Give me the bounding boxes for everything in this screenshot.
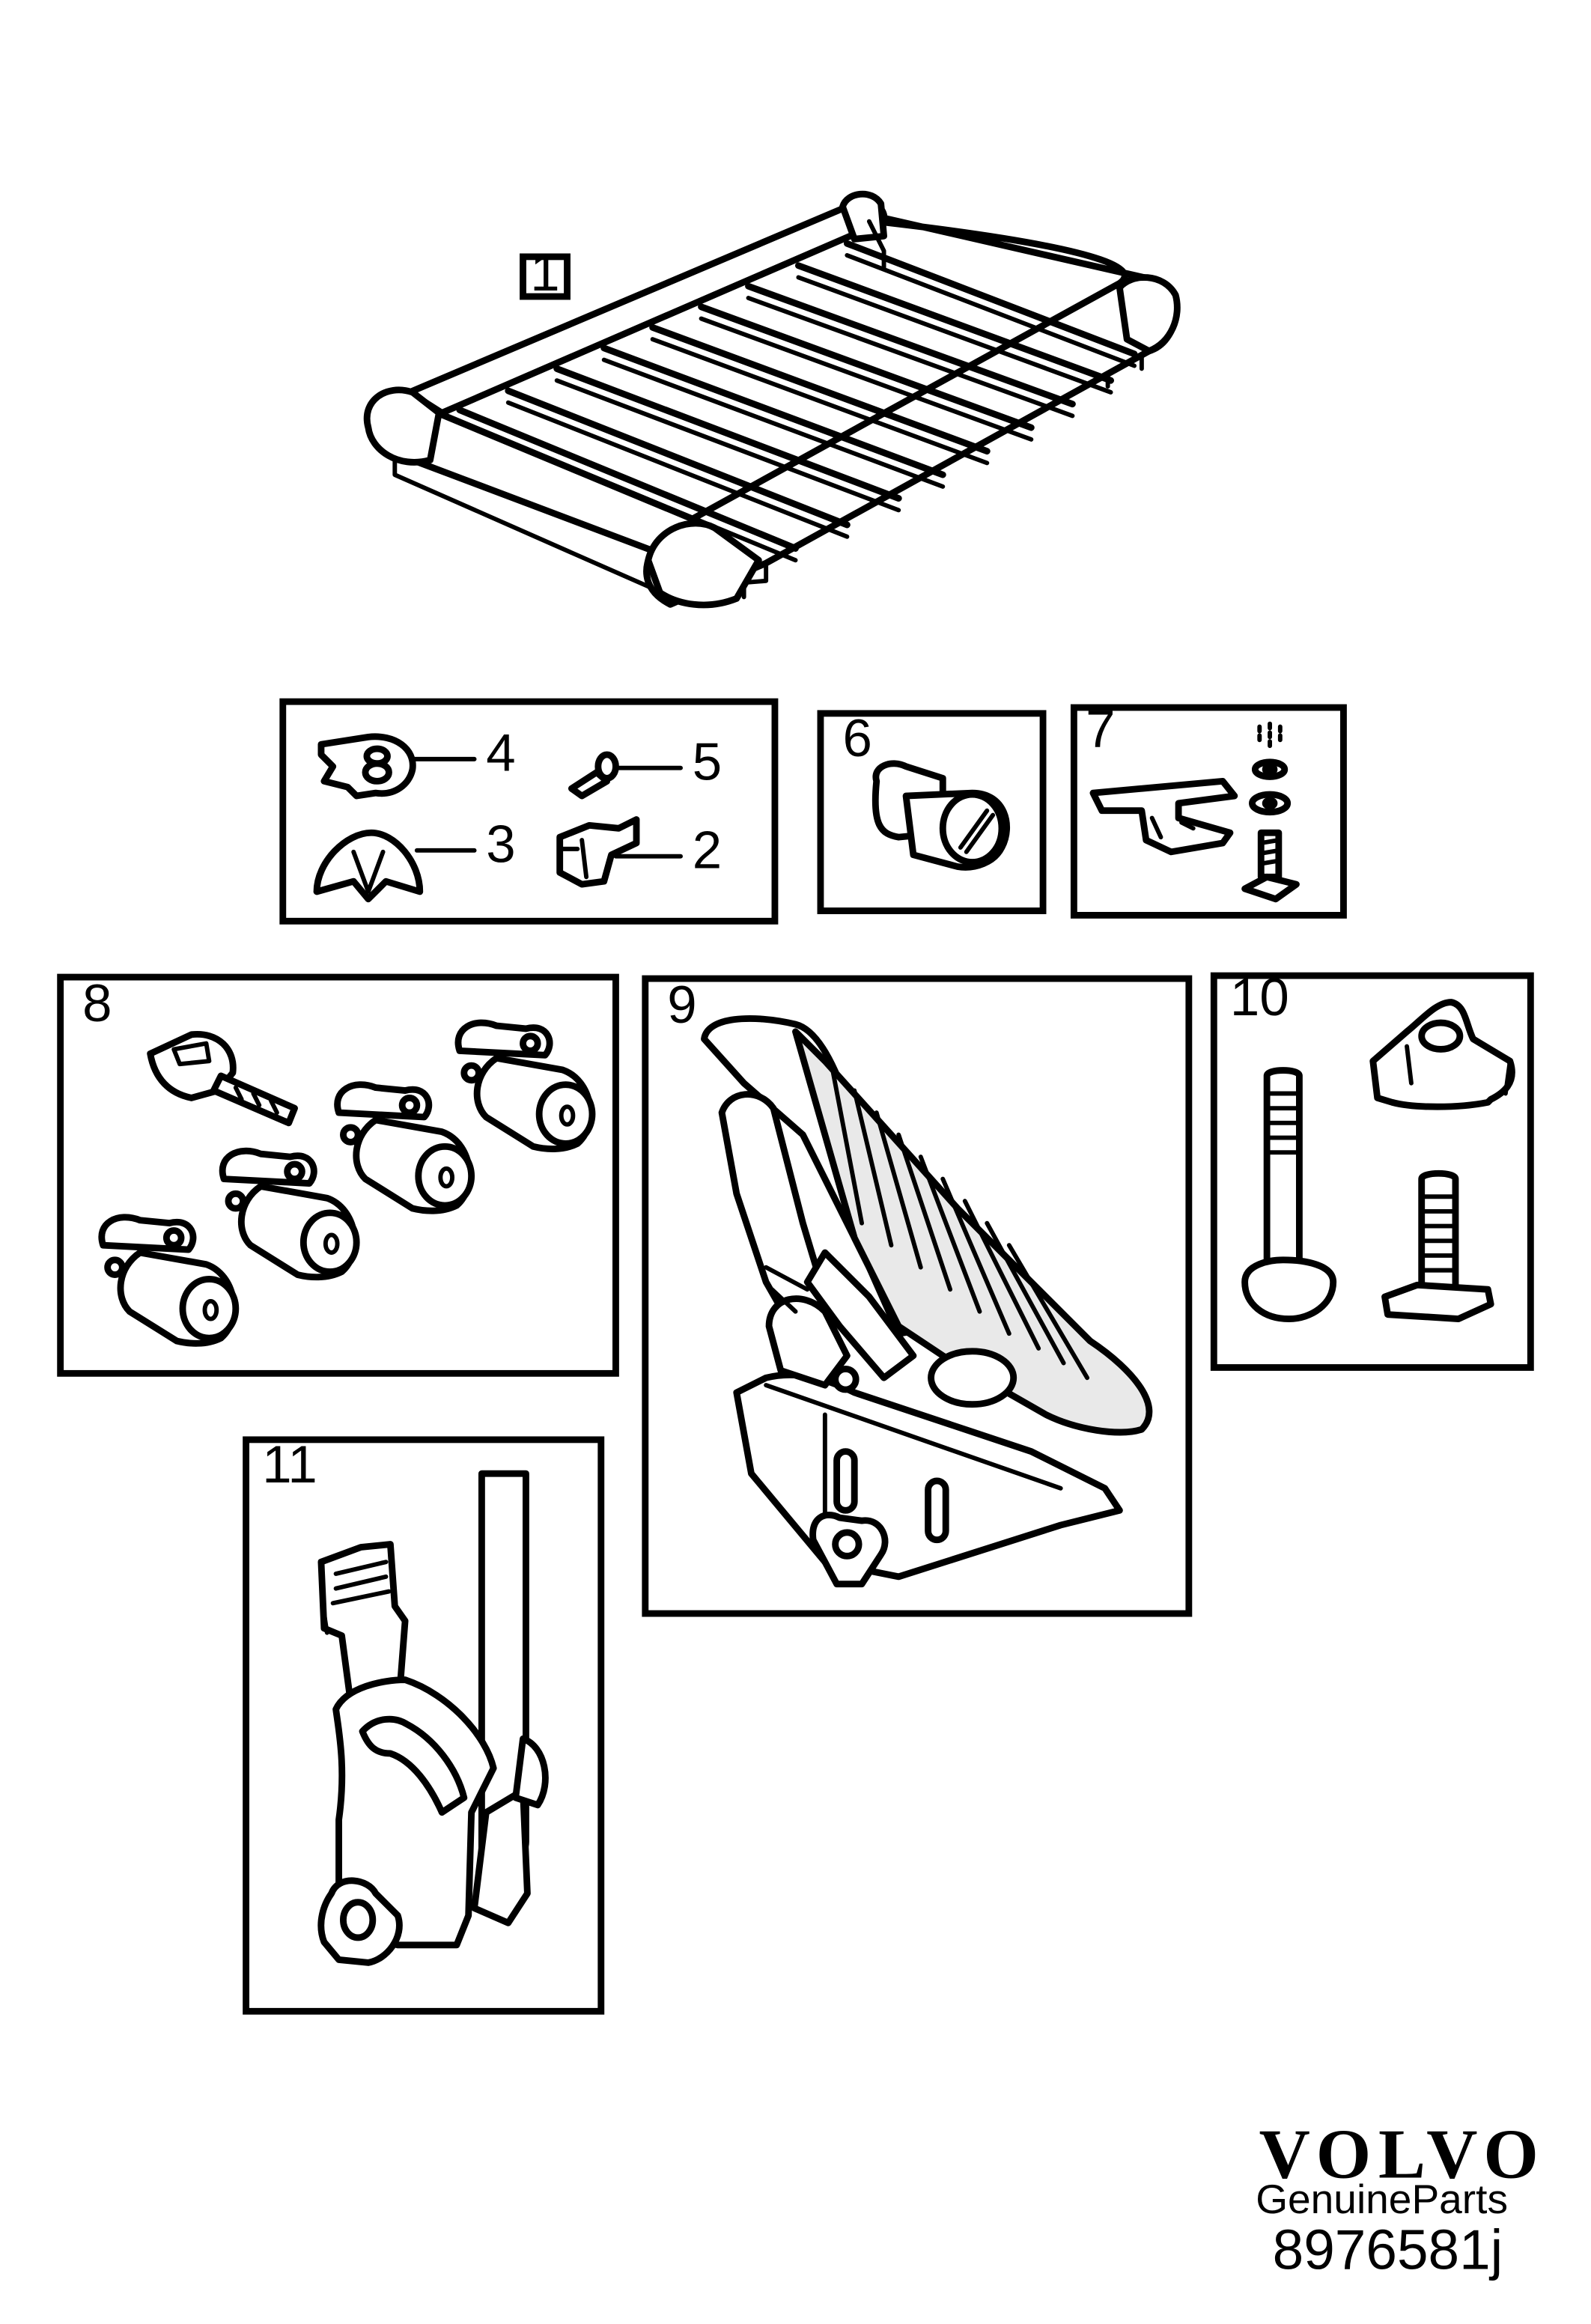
item-7-label: 7 bbox=[1086, 700, 1115, 759]
item-8-key-illustration bbox=[147, 1030, 298, 1127]
item-9-label: 9 bbox=[667, 976, 696, 1035]
basket-corner-front-right bbox=[645, 520, 762, 609]
volvo-logo: VOLVO bbox=[1259, 2116, 1546, 2194]
drawing-code: 8976581j bbox=[1273, 2218, 1503, 2281]
item-3-label: 3 bbox=[486, 815, 515, 874]
basket-corner-front-left bbox=[363, 386, 442, 466]
genuine-parts-text: GenuineParts bbox=[1256, 2176, 1508, 2222]
panel-item-10 bbox=[1210, 972, 1534, 1371]
item-11-label: 11 bbox=[262, 1435, 317, 1494]
basket-corner-back-right bbox=[1116, 274, 1181, 355]
item-8-lock-cylinder-1 bbox=[98, 1214, 240, 1347]
item-9-wheel-holder-illustration bbox=[701, 1015, 1153, 1588]
item-5-label: 5 bbox=[693, 732, 722, 791]
item-7-washer-illustration bbox=[1249, 791, 1292, 816]
item-4-clip-illustration bbox=[317, 733, 416, 800]
panel-item-8 bbox=[57, 973, 619, 1377]
item-8-lock-cylinder-4 bbox=[454, 1019, 596, 1152]
item-10-bolt-illustration bbox=[1241, 1067, 1337, 1322]
item-10-knob-illustration bbox=[1369, 999, 1515, 1110]
panel-item-11 bbox=[243, 1436, 605, 2015]
item-2-label: 2 bbox=[693, 821, 722, 880]
item-7-bolt-illustration bbox=[1241, 829, 1300, 903]
panel-item-7 bbox=[1070, 704, 1347, 919]
item-7-foot-illustration bbox=[1089, 777, 1238, 856]
roof-basket-illustration: 1 bbox=[363, 190, 1181, 609]
item-10-label: 10 bbox=[1230, 968, 1289, 1027]
item-2-bracket-illustration bbox=[556, 816, 640, 888]
item-6-lock-cylinder-illustration bbox=[871, 760, 1010, 871]
basket-crossbars bbox=[456, 240, 1138, 563]
item-8-lock-cylinder-2 bbox=[219, 1147, 360, 1281]
item-8-lock-cylinder-3 bbox=[334, 1081, 475, 1214]
panel-item-9 bbox=[642, 975, 1193, 1617]
item-8-label: 8 bbox=[82, 974, 112, 1033]
basket-rear-bracket bbox=[866, 219, 886, 271]
panel-item-6 bbox=[817, 710, 1047, 914]
item-10-t-bolt-illustration bbox=[1381, 1169, 1494, 1322]
item-5-screw-illustration bbox=[568, 751, 619, 800]
basket-corner-back-left bbox=[839, 190, 887, 243]
item-6-label: 6 bbox=[842, 709, 871, 768]
item-3-cover-illustration bbox=[313, 829, 424, 903]
item-1-label-box bbox=[520, 253, 571, 300]
item-11-clamp-strap-illustration bbox=[317, 1470, 549, 1966]
panel-items-2-5 bbox=[279, 698, 779, 925]
item-1-label: 1 bbox=[530, 243, 559, 302]
item-7-washer-top-illustration bbox=[1251, 721, 1289, 780]
item-4-label: 4 bbox=[486, 724, 515, 783]
